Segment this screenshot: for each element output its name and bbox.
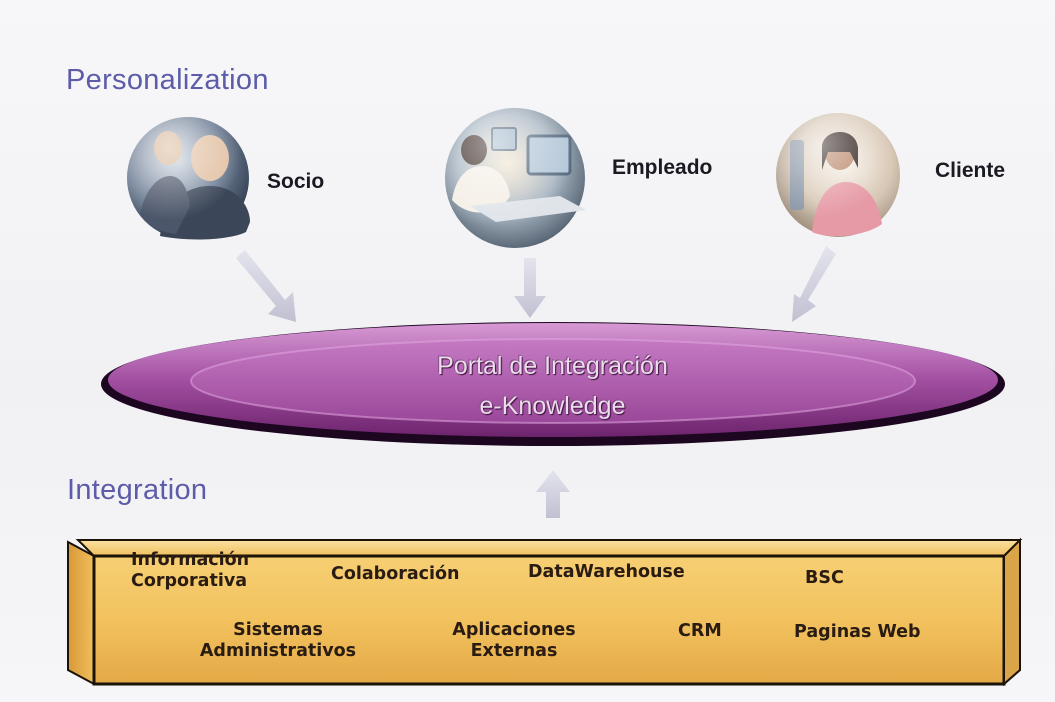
portal-title-line1: Portal de Integración [437,352,668,380]
component-informacion-corporativa: Información Corporativa [131,550,249,592]
component-sistemas-administrativos: Sistemas Administrativos [188,620,368,662]
component-datawarehouse: DataWarehouse [528,562,685,582]
component-sistemas-line1: Sistemas [233,620,323,640]
empleado-photo-icon [445,108,586,248]
component-informacion-line2: Corporativa [131,571,248,591]
role-label-socio: Socio [267,170,325,193]
component-colaboracion: Colaboración [331,564,460,584]
component-sistemas-line2: Administrativos [199,641,357,661]
integration-heading: Integration [67,474,208,506]
component-aplicaciones-line1: Aplicaciones [452,620,576,640]
component-informacion-line1: Información [131,550,250,570]
component-aplicaciones-line2: Externas [470,641,558,661]
portal-ellipse [101,322,1005,446]
portal-title-line2: e-Knowledge [479,392,626,420]
personalization-heading: Personalization [66,64,269,96]
integration-base [67,537,1023,687]
component-paginas-web: Paginas Web [794,622,921,642]
role-label-empleado: Empleado [612,156,713,179]
cliente-photo-icon [776,113,900,237]
role-label-cliente: Cliente [935,159,1006,182]
component-crm: CRM [678,621,722,641]
arrow-empleado-to-portal [514,258,546,318]
arrow-base-to-portal [536,470,570,518]
arrow-cliente-to-portal [792,246,836,322]
component-aplicaciones-externas: Aplicaciones Externas [440,620,588,662]
socio-photo-icon [127,117,250,240]
arrow-socio-to-portal [236,250,296,322]
component-bsc: BSC [805,568,844,588]
